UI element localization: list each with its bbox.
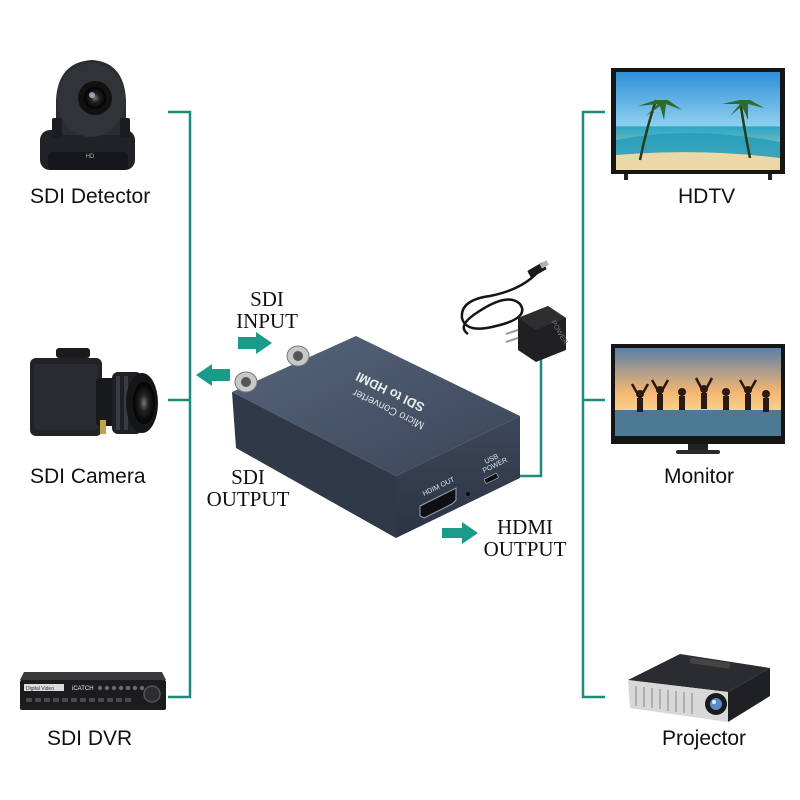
tv-icon — [611, 68, 785, 180]
usb-port — [483, 473, 499, 484]
box-camera-icon — [30, 348, 158, 436]
sdi-input-label: SDI INPUT — [222, 288, 312, 332]
device-label-sdi-detector: SDI Detector — [30, 185, 151, 208]
hdmi-port — [419, 487, 457, 519]
sdi-input-label-line1: SDI — [250, 287, 284, 311]
left-bracket-line — [168, 110, 192, 699]
converter-box — [232, 336, 520, 538]
bnc-connector-input — [286, 345, 310, 367]
hdmi-output-arrow — [442, 522, 478, 544]
device-label-hdtv: HDTV — [678, 185, 736, 208]
right-bracket-line — [581, 110, 605, 699]
power-cable-line — [510, 355, 543, 478]
svg-text:Digital Video: Digital Video — [26, 686, 54, 692]
sdi-output-label-line1: SDI — [231, 465, 265, 489]
status-led — [466, 492, 470, 496]
power-adapter-icon — [505, 306, 566, 362]
device-label-sdi-camera: SDI Camera — [30, 465, 146, 488]
monitor-icon — [611, 344, 785, 454]
hdmi-output-label-line2: OUTPUT — [483, 537, 567, 561]
sdi-output-label: SDI OUTPUT — [198, 466, 298, 510]
bnc-connector-output — [234, 371, 258, 393]
ptz-camera-icon: HD — [40, 60, 135, 170]
device-label-sdi-dvr: SDI DVR — [47, 727, 133, 750]
svg-text:iCATCH: iCATCH — [72, 686, 94, 692]
hdmi-output-label-line1: HDMI — [497, 515, 553, 539]
device-label-projector: Projector — [662, 727, 747, 750]
projector-icon — [628, 654, 770, 722]
dvr-icon: Digital Video iCATCH — [20, 672, 166, 710]
device-label-monitor: Monitor — [664, 465, 735, 488]
sdi-output-arrow — [196, 364, 230, 386]
usb-cable-icon — [460, 260, 549, 336]
sdi-input-label-line2: INPUT — [236, 309, 298, 333]
sdi-input-arrow — [238, 332, 272, 354]
hdmi-output-label: HDMI OUTPUT — [472, 516, 578, 560]
sdi-output-label-line2: OUTPUT — [206, 487, 290, 511]
svg-text:HD: HD — [86, 154, 95, 160]
